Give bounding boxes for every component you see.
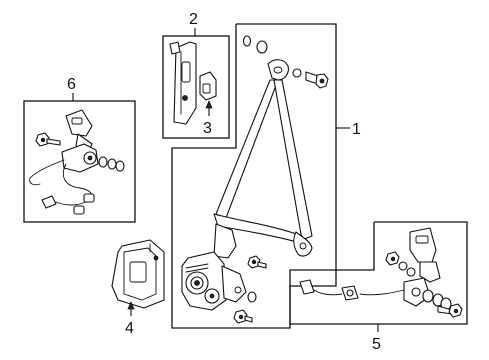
- callout-number-1: 1: [352, 121, 361, 138]
- callout-box-1: [171, 23, 337, 329]
- callout-number-6: 6: [67, 76, 76, 93]
- washer-top: [256, 40, 268, 54]
- front-buckle-bolt: [35, 132, 61, 147]
- leader-arrow-4: [127, 300, 135, 310]
- callout-number-5: 5: [372, 336, 381, 353]
- shoulder-anchor-adjuster: [169, 41, 197, 125]
- callout-number-3: 3: [203, 120, 212, 137]
- front-buckle-wire: [29, 159, 95, 215]
- callout-group-6: 6: [23, 76, 136, 223]
- anchor-bolt-top: [292, 68, 329, 89]
- rear-buckle-bracket: [403, 277, 452, 311]
- washer-lower: [247, 291, 257, 303]
- front-buckle-bracket: [61, 143, 125, 173]
- washer-top-small: [242, 35, 252, 47]
- callout-box-6: [23, 100, 136, 223]
- callout-group-5: 5: [289, 221, 468, 353]
- rear-buckle-bolt-bottom: [437, 303, 463, 318]
- rear-buckle-wire: [299, 279, 405, 301]
- bolt-lower: [233, 309, 253, 324]
- callout-box-2: [162, 35, 230, 139]
- belt-webbing: [213, 59, 313, 259]
- callout-box-5: [289, 221, 468, 325]
- adjuster-cover: [199, 71, 217, 101]
- callout-group-4: 4: [111, 239, 165, 337]
- callout-number-2: 2: [189, 11, 198, 28]
- callout-group-2: 2 3: [162, 11, 230, 139]
- callout-number-4: 4: [125, 320, 134, 337]
- retractor: [181, 251, 247, 311]
- callout-group-1: 1: [171, 23, 361, 329]
- retractor-cover: [111, 239, 165, 309]
- leader-arrow-3: [205, 99, 213, 109]
- rear-buckle: [409, 227, 441, 283]
- rear-buckle-bolt-top: [385, 251, 416, 277]
- bolt-middle: [247, 255, 267, 269]
